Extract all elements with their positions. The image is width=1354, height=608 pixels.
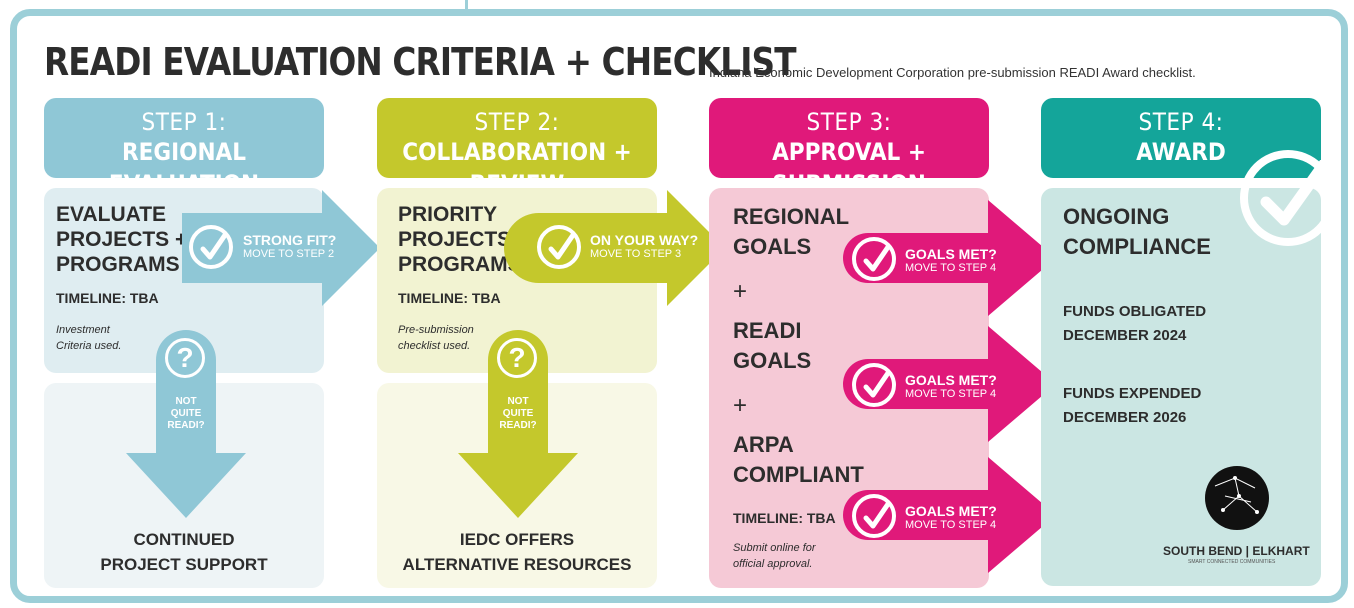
- step2-title-line: PROJECTS +: [398, 228, 530, 251]
- move-to-step-label: MOVE TO STEP 4: [905, 519, 997, 531]
- step3-arrow-label-1: GOALS MET? MOVE TO STEP 4: [905, 247, 997, 275]
- goal-line: COMPLIANT: [733, 462, 864, 487]
- step2-arrow-label: ON YOUR WAY? MOVE TO STEP 3: [590, 233, 698, 261]
- step2-panel-title: PRIORITY PROJECTS + PROGRAMS: [398, 202, 529, 277]
- step4-panel: [1041, 188, 1321, 586]
- goal-line: GOALS: [733, 348, 812, 373]
- step3-note-line: Submit online for: [733, 542, 816, 554]
- check-icon: [852, 494, 896, 538]
- step2-bottom-text: IEDC OFFERS ALTERNATIVE RESOURCES: [377, 527, 657, 577]
- step3-readi-goals: READI GOALS: [733, 316, 811, 376]
- step4-panel-title: ONGOING COMPLIANCE: [1063, 202, 1211, 262]
- step1-right-arrow: [182, 190, 380, 306]
- step4-title-line: COMPLIANCE: [1063, 234, 1211, 259]
- step2-timeline: TIMELINE: TBA: [398, 290, 501, 306]
- step1-header: STEP 1: REGIONAL EVALUATION: [44, 98, 324, 198]
- step3-arrow-1: [843, 200, 1056, 316]
- logo-tagline: SMART CONNECTED COMMUNITIES: [1188, 559, 1276, 565]
- check-icon: [852, 363, 896, 407]
- step1-header-line1: STEP 1:: [141, 108, 227, 136]
- plus-sign: +: [733, 278, 748, 305]
- goals-met-label: GOALS MET?: [905, 246, 997, 262]
- move-to-step-label: MOVE TO STEP 2: [243, 248, 335, 260]
- step3-arrow-2: [843, 326, 1056, 442]
- step3-regional-goals: REGIONAL GOALS: [733, 202, 849, 262]
- check-icon: [537, 225, 581, 269]
- plus-sign: +: [733, 392, 748, 419]
- funds-obligated: FUNDS OBLIGATED DECEMBER 2024: [1063, 300, 1206, 348]
- question-icon: ?: [165, 338, 205, 378]
- step1-title-line: PROGRAMS: [56, 253, 180, 276]
- step2-note-line: Pre-submission: [398, 324, 474, 336]
- logo-name: SOUTH BEND | ELKHART: [1163, 544, 1310, 558]
- step3-header: STEP 3: APPROVAL + SUBMISSION: [709, 98, 989, 198]
- q-label-line: NOT: [507, 396, 529, 407]
- step1-panel-title: EVALUATE PROJECTS + PROGRAMS: [56, 202, 187, 277]
- step3-note-line: official approval.: [733, 558, 813, 570]
- funds-line: FUNDS OBLIGATED: [1063, 303, 1207, 320]
- step1-not-quite-readi: NOT QUITE READI?: [166, 396, 206, 432]
- strong-fit-label: STRONG FIT?: [243, 232, 337, 248]
- goal-line: ARPA: [733, 432, 794, 457]
- step1-note-line: Criteria used.: [56, 340, 122, 352]
- step2-right-arrow: [504, 190, 725, 306]
- bottom-line: CONTINUED: [133, 530, 235, 549]
- step4-header-line1: STEP 4:: [1138, 108, 1224, 136]
- check-icon: [852, 237, 896, 281]
- check-icon: [189, 225, 233, 269]
- funds-line: FUNDS EXPENDED: [1063, 385, 1202, 402]
- move-to-step-label: MOVE TO STEP 4: [905, 388, 997, 400]
- funds-line: DECEMBER 2024: [1063, 327, 1187, 344]
- funds-line: DECEMBER 2026: [1063, 409, 1187, 426]
- move-to-step-label: MOVE TO STEP 4: [905, 262, 997, 274]
- step2-title-line: PRIORITY: [398, 203, 498, 226]
- move-to-step-label: MOVE TO STEP 3: [590, 248, 682, 260]
- page-subtitle: Indiana Economic Development Corporation…: [709, 65, 1196, 80]
- goals-met-label: GOALS MET?: [905, 372, 997, 388]
- step2-note: Pre-submission checklist used.: [398, 322, 474, 354]
- step3-arrow-3: [843, 457, 1056, 573]
- bottom-line: PROJECT SUPPORT: [100, 555, 268, 574]
- q-label-line: READI?: [499, 420, 537, 431]
- q-label-line: NOT: [175, 396, 197, 407]
- funds-expended: FUNDS EXPENDED DECEMBER 2026: [1063, 382, 1201, 430]
- step1-note: Investment Criteria used.: [56, 322, 121, 354]
- step2-note-line: checklist used.: [398, 340, 471, 352]
- big-check-icon: [1240, 150, 1336, 246]
- step1-timeline: TIMELINE: TBA: [56, 290, 159, 306]
- bottom-line: ALTERNATIVE RESOURCES: [402, 555, 632, 574]
- step1-down-arrow: [126, 330, 246, 518]
- frame-tick: [465, 0, 468, 12]
- step3-arrow-label-2: GOALS MET? MOVE TO STEP 4: [905, 373, 997, 401]
- q-label-line: QUITE: [170, 408, 202, 419]
- step3-timeline: TIMELINE: TBA: [733, 510, 836, 526]
- step1-note-line: Investment: [56, 324, 110, 336]
- step3-arpa-compliant: ARPA COMPLIANT: [733, 430, 864, 490]
- step3-arrow-label-3: GOALS MET? MOVE TO STEP 4: [905, 504, 997, 532]
- logo-mark: [1205, 466, 1269, 530]
- step1-title-line: EVALUATE: [56, 203, 167, 226]
- q-label-line: READI?: [167, 420, 205, 431]
- question-icon: ?: [497, 338, 537, 378]
- goal-line: REGIONAL: [733, 204, 850, 229]
- q-label-line: QUITE: [502, 408, 534, 419]
- step3-note: Submit online for official approval.: [733, 540, 816, 572]
- goal-line: GOALS: [733, 234, 812, 259]
- step2-title-line: PROGRAMS: [398, 253, 522, 276]
- goals-met-label: GOALS MET?: [905, 503, 997, 519]
- step2-header-line1: STEP 2:: [474, 108, 560, 136]
- on-your-way-label: ON YOUR WAY?: [590, 232, 699, 248]
- step2-not-quite-readi: NOT QUITE READI?: [498, 396, 538, 432]
- step4-header-line2: AWARD: [1136, 138, 1226, 166]
- goal-line: READI: [733, 318, 802, 343]
- step3-header-line1: STEP 3:: [806, 108, 892, 136]
- step4-title-line: ONGOING: [1063, 204, 1170, 229]
- bottom-line: IEDC OFFERS: [459, 530, 575, 549]
- step1-arrow-label: STRONG FIT? MOVE TO STEP 2: [243, 233, 336, 261]
- step1-bottom-text: CONTINUED PROJECT SUPPORT: [44, 527, 324, 577]
- step1-title-line: PROJECTS +: [56, 228, 188, 251]
- step2-header: STEP 2: COLLABORATION + REVIEW: [377, 98, 657, 198]
- step2-down-arrow: [458, 330, 578, 518]
- page-title: READI EVALUATION CRITERIA + CHECKLIST: [44, 40, 797, 84]
